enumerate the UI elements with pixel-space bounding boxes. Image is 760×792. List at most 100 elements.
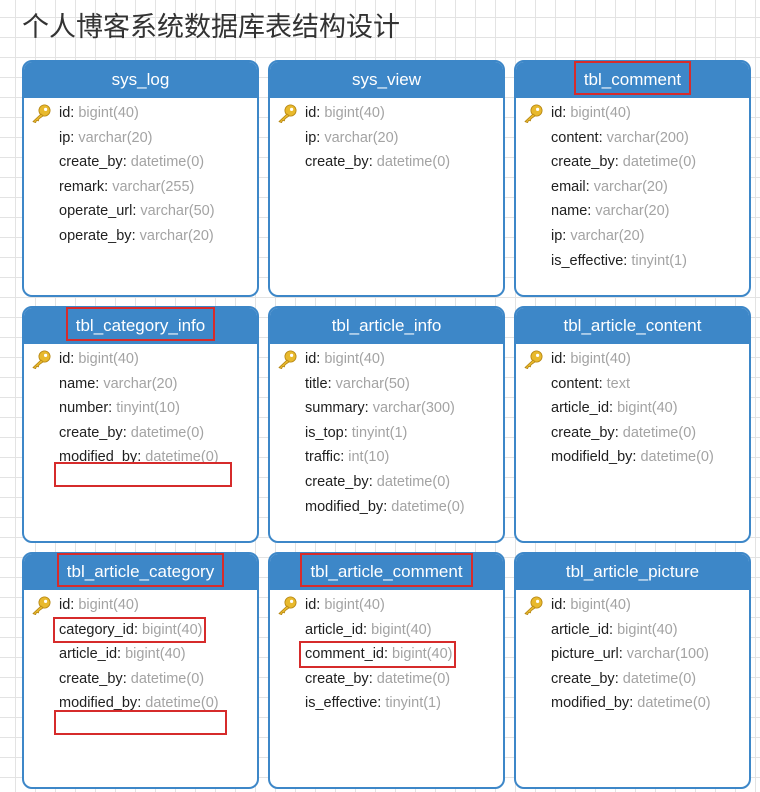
field-separator: : xyxy=(104,178,113,195)
field-separator: : xyxy=(629,695,638,712)
field-row: ip: varchar(20) xyxy=(270,126,503,151)
field-name: content xyxy=(551,375,599,392)
field-name: comment_id xyxy=(305,646,384,663)
field-name: traffic xyxy=(305,449,341,466)
field-row: name: varchar(20) xyxy=(24,372,257,397)
field-type: datetime(0) xyxy=(130,154,205,171)
field-row: category_id: bigint(40) xyxy=(24,618,257,643)
field-separator: : xyxy=(368,473,377,490)
field-type: datetime(0) xyxy=(376,670,451,687)
field-type: varchar(255) xyxy=(112,178,195,195)
field-name: operate_by xyxy=(59,227,132,244)
field-separator: : xyxy=(598,375,607,392)
field-type: bigint(40) xyxy=(617,621,678,638)
field-row: id: bigint(40) xyxy=(516,101,749,126)
field-row: create_by: datetime(0) xyxy=(516,150,749,175)
field-type: datetime(0) xyxy=(622,424,697,441)
field-row: is_top: tinyint(1) xyxy=(270,421,503,446)
table-name: tbl_article_picture xyxy=(516,554,749,590)
field-row: content: varchar(200) xyxy=(516,126,749,151)
field-list: id: bigint(40)title: varchar(50)summary:… xyxy=(270,344,503,519)
field-name: title xyxy=(305,375,328,392)
field-row: number: tinyint(10) xyxy=(24,396,257,421)
primary-key-icon xyxy=(276,596,298,615)
field-type: bigint(40) xyxy=(125,646,186,663)
field-name: create_by xyxy=(551,670,615,687)
primary-key-icon xyxy=(30,104,52,123)
table-name: tbl_category_info xyxy=(24,308,257,344)
field-type: datetime(0) xyxy=(130,424,205,441)
field-row: id: bigint(40) xyxy=(516,347,749,372)
field-type: datetime(0) xyxy=(622,670,697,687)
field-list: id: bigint(40)ip: varchar(20)create_by: … xyxy=(270,98,503,175)
field-type: bigint(40) xyxy=(142,621,203,638)
field-name: number xyxy=(59,400,109,417)
field-type: datetime(0) xyxy=(130,670,205,687)
field-name: create_by xyxy=(305,670,369,687)
field-separator: : xyxy=(609,621,618,638)
field-type: bigint(40) xyxy=(570,105,631,121)
field-type: bigint(40) xyxy=(324,105,385,121)
field-name: id xyxy=(59,351,71,367)
field-row: id: bigint(40) xyxy=(270,347,503,372)
field-separator: : xyxy=(117,646,126,663)
field-type: bigint(40) xyxy=(371,621,432,638)
field-separator: : xyxy=(122,670,131,687)
field-list: id: bigint(40)name: varchar(20)number: t… xyxy=(24,344,257,470)
field-row: ip: varchar(20) xyxy=(24,126,257,151)
field-type: varchar(20) xyxy=(139,227,214,244)
field-row: is_effective: tinyint(1) xyxy=(270,691,503,716)
field-name: create_by xyxy=(59,154,123,171)
table-name: sys_log xyxy=(24,62,257,98)
field-name: modified_by xyxy=(59,695,138,712)
field-type: bigint(40) xyxy=(78,105,139,121)
field-separator: : xyxy=(562,227,571,244)
field-row: create_by: datetime(0) xyxy=(270,667,503,692)
field-separator: : xyxy=(618,646,627,663)
field-separator: : xyxy=(343,424,352,441)
field-separator: : xyxy=(364,400,373,417)
table-card-tbl_article_content[interactable]: tbl_article_content id: bigint(40) content… xyxy=(514,306,751,543)
field-name: create_by xyxy=(305,473,369,490)
field-row: modifield_by: datetime(0) xyxy=(516,445,749,470)
field-separator: : xyxy=(368,670,377,687)
field-row: create_by: datetime(0) xyxy=(270,470,503,495)
field-separator: : xyxy=(316,105,325,121)
table-name: tbl_article_content xyxy=(516,308,749,344)
field-name: create_by xyxy=(551,154,615,171)
field-type: varchar(300) xyxy=(372,400,455,417)
field-name: id xyxy=(59,105,71,121)
primary-key-icon xyxy=(276,104,298,123)
field-name: name xyxy=(59,375,96,392)
primary-key-icon xyxy=(522,350,544,369)
field-name: article_id xyxy=(305,621,364,638)
field-separator: : xyxy=(632,449,641,466)
field-separator: : xyxy=(95,375,104,392)
field-type: datetime(0) xyxy=(391,498,465,515)
field-type: varchar(200) xyxy=(606,129,689,146)
field-separator: : xyxy=(122,154,131,171)
field-name: is_effective xyxy=(305,695,378,712)
field-name: ip xyxy=(59,129,71,146)
field-row: modified_by: datetime(0) xyxy=(24,691,257,716)
field-type: tinyint(1) xyxy=(385,695,441,712)
field-name: id xyxy=(59,597,71,613)
field-separator: : xyxy=(108,400,117,417)
field-row: picture_url: varchar(100) xyxy=(516,642,749,667)
field-separator: : xyxy=(133,621,143,638)
field-type: tinyint(10) xyxy=(116,400,180,417)
field-separator: : xyxy=(585,178,594,195)
field-name: summary xyxy=(305,400,365,417)
field-name: modified_by xyxy=(305,498,384,515)
field-separator: : xyxy=(70,105,79,121)
field-name: operate_url xyxy=(59,203,133,220)
field-row: ip: varchar(20) xyxy=(516,224,749,249)
